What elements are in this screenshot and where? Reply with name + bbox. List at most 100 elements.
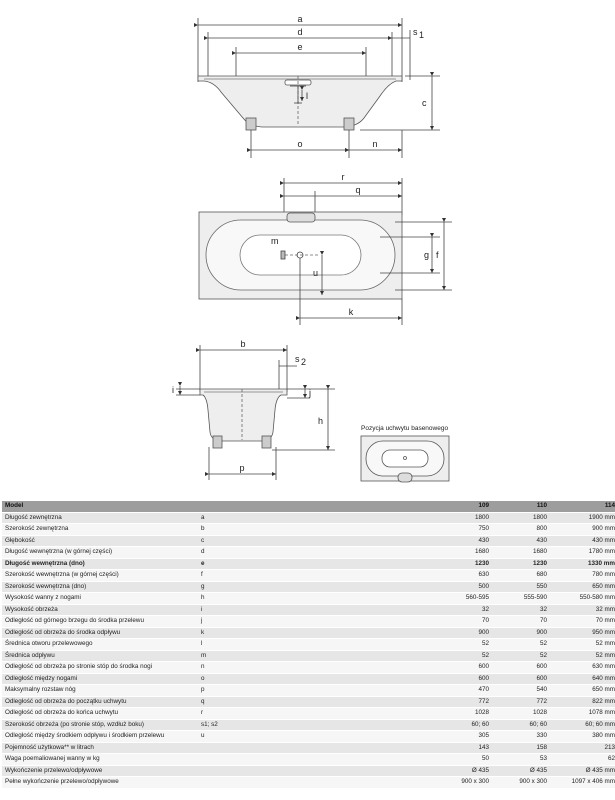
row-label: Odległość między nogami bbox=[2, 673, 198, 685]
row-value-110: 600 bbox=[492, 673, 550, 685]
table-row: Odległość między środkiem odpływu i środ… bbox=[2, 730, 615, 743]
technical-drawing: a d e s 1 c l o n r q m bbox=[172, 14, 452, 483]
label-s2: s bbox=[295, 354, 300, 364]
row-value-114: 650 mm bbox=[550, 581, 615, 593]
inset-caption: Pozycja uchwytu basenowego bbox=[361, 425, 448, 432]
row-code: m bbox=[198, 650, 434, 662]
row-code: u bbox=[198, 730, 434, 743]
row-value-110: 772 bbox=[492, 696, 550, 708]
label-d: d bbox=[297, 27, 302, 37]
row-value-109: 560-595 bbox=[434, 592, 492, 605]
row-code: s1; s2 bbox=[198, 719, 434, 731]
label-l: l bbox=[306, 91, 308, 101]
header-model-110: 110 bbox=[492, 501, 550, 513]
row-code: k bbox=[198, 627, 434, 639]
label-h: h bbox=[318, 416, 323, 426]
label-k: k bbox=[349, 307, 354, 317]
label-g: g bbox=[424, 250, 429, 260]
row-label: Odległość od obrzeża do początku uchwytu bbox=[2, 696, 198, 708]
row-value-109: 772 bbox=[434, 696, 492, 708]
row-value-110: 600 bbox=[492, 661, 550, 674]
row-value-109: 305 bbox=[434, 730, 492, 743]
row-value-114: 430 mm bbox=[550, 535, 615, 547]
table-row: Odległość od górnego brzegu do środka pr… bbox=[2, 615, 615, 628]
row-value-109: Ø 435 bbox=[434, 765, 492, 777]
row-value-114: 900 mm bbox=[550, 523, 615, 536]
label-b: b bbox=[240, 339, 245, 349]
row-value-114: 62 bbox=[550, 753, 615, 766]
row-label: Szerokość zewnętrzna bbox=[2, 523, 198, 536]
row-value-114: 650 mm bbox=[550, 684, 615, 697]
row-value-114: 822 mm bbox=[550, 696, 615, 708]
row-value-110: 1680 bbox=[492, 546, 550, 559]
row-value-110: 900 x 300 bbox=[492, 776, 550, 789]
drawing-svg: a d e s 1 c l o n r q m bbox=[172, 14, 452, 483]
label-s2-sub: 2 bbox=[301, 357, 306, 367]
label-s1-sub: 1 bbox=[419, 30, 424, 40]
row-value-110: 32 bbox=[492, 604, 550, 616]
row-value-114: 780 mm bbox=[550, 569, 615, 582]
row-code: r bbox=[198, 707, 434, 720]
row-value-109: 52 bbox=[434, 638, 492, 651]
row-label: Szerokość wewnętrzna (w górnej części) bbox=[2, 569, 198, 582]
row-label: Szerokość obrzeża (po stronie stóp, wzdł… bbox=[2, 719, 198, 731]
table-row: Szerokość obrzeża (po stronie stóp, wzdł… bbox=[2, 719, 615, 731]
row-label: Odległość od obrzeża po stronie stóp do … bbox=[2, 661, 198, 674]
row-code: o bbox=[198, 673, 434, 685]
inset-handle-position bbox=[360, 435, 450, 483]
side-view bbox=[176, 345, 335, 480]
label-o: o bbox=[297, 139, 302, 149]
label-c: c bbox=[422, 98, 427, 108]
row-value-114: 1780 mm bbox=[550, 546, 615, 559]
row-value-110: 680 bbox=[492, 569, 550, 582]
row-value-109: 70 bbox=[434, 615, 492, 628]
table-header-row: Model 109 110 114 bbox=[2, 501, 615, 513]
row-value-114: 950 mm bbox=[550, 627, 615, 639]
label-m: m bbox=[271, 236, 279, 246]
row-value-109: 630 bbox=[434, 569, 492, 582]
table-row: Odległość od obrzeża do początku uchwytu… bbox=[2, 696, 615, 708]
row-code bbox=[198, 742, 434, 754]
row-value-109: 1230 bbox=[434, 558, 492, 570]
row-label: Długość zewnętrzna bbox=[2, 512, 198, 524]
row-value-110: 430 bbox=[492, 535, 550, 547]
label-q: q bbox=[355, 185, 360, 195]
row-value-109: 600 bbox=[434, 673, 492, 685]
row-value-110: 800 bbox=[492, 523, 550, 536]
row-label: Wysokość obrzeża bbox=[2, 604, 198, 616]
row-label: Odległość od obrzeża do końca uchwytu bbox=[2, 707, 198, 720]
row-value-114: 70 mm bbox=[550, 615, 615, 628]
front-view bbox=[194, 18, 440, 158]
row-label: Odległość od obrzeża do środka odpływu bbox=[2, 627, 198, 639]
label-j: j bbox=[308, 388, 311, 398]
row-code: n bbox=[198, 661, 434, 674]
row-value-114: 52 mm bbox=[550, 650, 615, 662]
header-model-109: 109 bbox=[434, 501, 492, 513]
row-value-110: 60; 60 bbox=[492, 719, 550, 731]
row-code: b bbox=[198, 523, 434, 536]
row-value-114: 640 mm bbox=[550, 673, 615, 685]
row-code: i bbox=[198, 604, 434, 616]
row-label: Średnica odpływu bbox=[2, 650, 198, 662]
header-model: Model bbox=[2, 501, 198, 513]
row-value-110: 158 bbox=[492, 742, 550, 754]
row-value-109: 1800 bbox=[434, 512, 492, 524]
row-value-110: 330 bbox=[492, 730, 550, 743]
row-value-110: 900 bbox=[492, 627, 550, 639]
row-label: Pojemność użytkowa** w litrach bbox=[2, 742, 198, 754]
row-value-110: 550 bbox=[492, 581, 550, 593]
row-label: Głębokość bbox=[2, 535, 198, 547]
row-value-109: 470 bbox=[434, 684, 492, 697]
row-code: q bbox=[198, 696, 434, 708]
label-n: n bbox=[372, 139, 377, 149]
